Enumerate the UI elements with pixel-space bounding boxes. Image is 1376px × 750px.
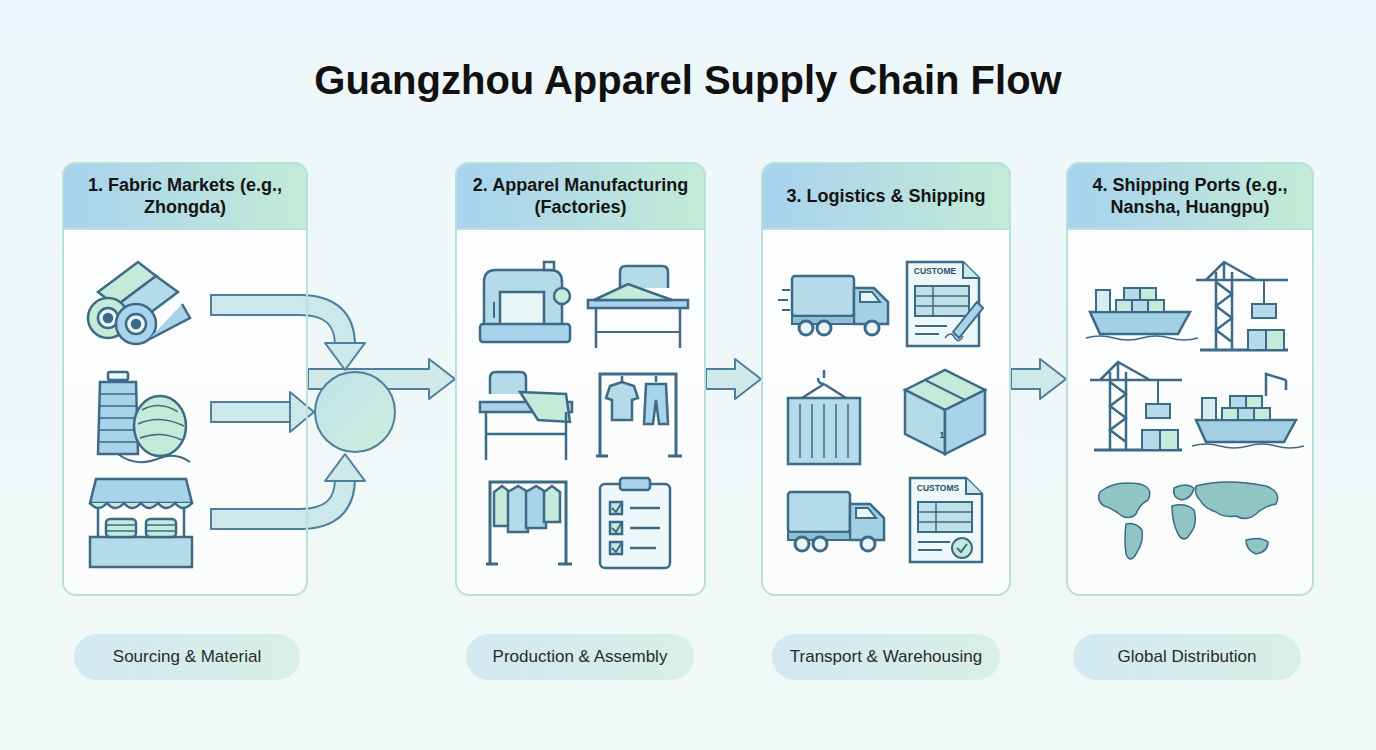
icon-label: 1	[935, 430, 949, 440]
panel-heading: 3. Logistics & Shipping	[761, 162, 1011, 230]
flow-arrow	[706, 359, 761, 399]
stage-panel: 4. Shipping Ports (e.g., Nansha, Huangpu…	[1066, 162, 1314, 596]
stage-pill: Global Distribution	[1073, 634, 1301, 680]
diagram-title: Guangzhou Apparel Supply Chain Flow	[0, 58, 1376, 103]
stage-panel: 1. Fabric Markets (e.g., Zhongda)	[62, 162, 308, 596]
icon-label: CUSTOMS	[910, 483, 966, 493]
stage-label: Transport & Warehousing	[790, 647, 982, 667]
stage-panel: 2. Apparel Manufacturing (Factories)	[455, 162, 706, 596]
panel-heading: 2. Apparel Manufacturing (Factories)	[455, 162, 706, 230]
icon-label: CUSTOME	[907, 266, 963, 276]
panel-heading: 1. Fabric Markets (e.g., Zhongda)	[62, 162, 308, 230]
stage-pill: Transport & Warehousing	[772, 634, 1000, 680]
stage-label: Sourcing & Material	[113, 647, 261, 667]
flow-arrow	[1011, 359, 1066, 399]
stage-label: Global Distribution	[1118, 647, 1257, 667]
stage-pill: Sourcing & Material	[74, 634, 300, 680]
panel-heading: 4. Shipping Ports (e.g., Nansha, Huangpu…	[1066, 162, 1314, 230]
stage-panel: 3. Logistics & Shipping	[761, 162, 1011, 596]
stage-label: Production & Assembly	[493, 647, 668, 667]
stage-pill: Production & Assembly	[466, 634, 694, 680]
